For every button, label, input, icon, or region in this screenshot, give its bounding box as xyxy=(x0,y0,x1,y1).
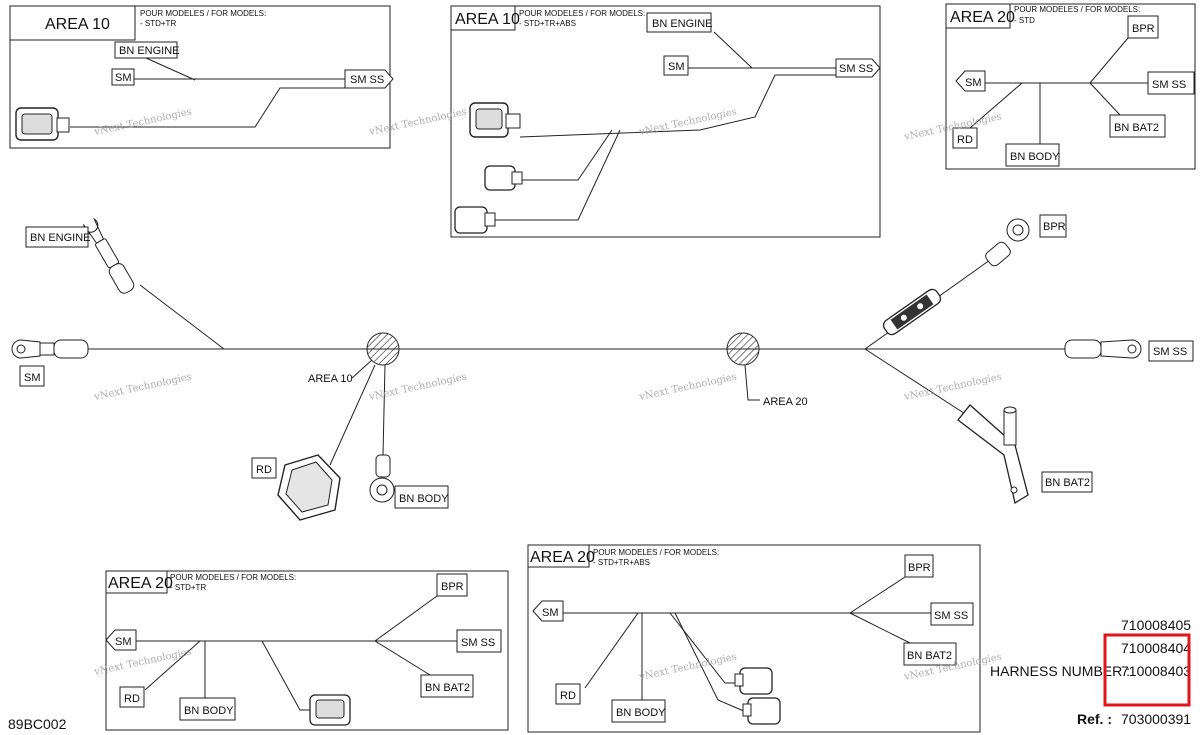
label-bn-body: BN BODY xyxy=(1010,151,1060,163)
area10-marker xyxy=(366,332,400,366)
label-rd: RD xyxy=(560,690,576,702)
area-title: AREA 10 xyxy=(45,16,110,33)
area20-marker xyxy=(726,332,760,366)
label-bn-body: BN BODY xyxy=(616,707,666,719)
harness-number-1: 710008405 xyxy=(1121,617,1191,633)
label-bn-engine: BN ENGINE xyxy=(30,232,91,244)
svg-text:vNext Technologies: vNext Technologies xyxy=(92,372,192,404)
main-harness: BN ENGINE SM AREA 10 RD BN BODY AREA 20 xyxy=(11,214,1194,521)
ref-label: Ref. : xyxy=(1077,711,1112,727)
svg-text:vNext Technologies: vNext Technologies xyxy=(637,652,737,684)
label-area20: AREA 20 xyxy=(763,396,808,408)
label-bpr: BPR xyxy=(908,562,931,574)
label-bn-engine: BN ENGINE xyxy=(652,18,713,30)
label-sm-ss: SM SS xyxy=(461,637,495,649)
fuse-icon xyxy=(882,288,942,336)
inset-area20-std: AREA 20 POUR MODELES / FOR MODELS: - STD… xyxy=(945,3,1196,170)
models-title: POUR MODELES / FOR MODELS: xyxy=(1014,5,1140,14)
connector-icon xyxy=(277,454,341,521)
label-rd: RD xyxy=(957,134,973,146)
models-title: POUR MODELES / FOR MODELS: xyxy=(593,548,719,557)
watermarks: vNext Technologies vNext Technologies vN… xyxy=(92,107,1002,684)
label-sm: SM xyxy=(115,72,132,84)
connector-icon xyxy=(469,102,521,138)
label-bn-bat2: BN BAT2 xyxy=(907,650,952,662)
models-list: - STD+TR xyxy=(170,583,206,592)
label-rd: RD xyxy=(256,464,272,476)
models-title: POUR MODELES / FOR MODELS: xyxy=(140,9,266,18)
ref-value: 703000391 xyxy=(1121,711,1191,727)
svg-text:vNext Technologies: vNext Technologies xyxy=(637,107,737,139)
label-bn-engine: BN ENGINE xyxy=(119,45,180,57)
label-sm-ss: SM SS xyxy=(350,74,384,86)
svg-text:vNext Technologies: vNext Technologies xyxy=(367,107,467,139)
label-bn-body: BN BODY xyxy=(399,493,449,505)
label-sm: SM xyxy=(965,77,982,89)
svg-text:vNext Technologies: vNext Technologies xyxy=(637,372,737,404)
label-bpr: BPR xyxy=(441,581,464,593)
label-sm-ss: SM SS xyxy=(934,610,968,622)
models-list: - STD+TR+ABS xyxy=(593,558,650,567)
svg-text:vNext Technologies: vNext Technologies xyxy=(92,107,192,139)
ring-terminal-icon xyxy=(83,217,135,294)
label-sm: SM xyxy=(668,61,685,73)
ring-terminal-icon xyxy=(1064,339,1142,359)
connector-icon xyxy=(15,107,70,141)
ring-terminal-icon xyxy=(11,339,89,359)
harness-number-2: 710008404 xyxy=(1121,640,1191,656)
bracket-terminal-icon xyxy=(957,404,1029,505)
svg-text:vNext Technologies: vNext Technologies xyxy=(902,372,1002,404)
label-bn-bat2: BN BAT2 xyxy=(1045,477,1090,489)
label-bpr: BPR xyxy=(1043,221,1066,233)
area-title: AREA 10 xyxy=(455,11,520,28)
inset-area10-std-tr: AREA 10 POUR MODELES / FOR MODELS: - STD… xyxy=(9,5,394,149)
label-bn-bat2: BN BAT2 xyxy=(425,682,470,694)
models-title: POUR MODELES / FOR MODELS: xyxy=(519,9,645,18)
label-sm: SM xyxy=(542,607,559,619)
connector-icon xyxy=(734,667,773,695)
connector-icon xyxy=(742,697,781,725)
inset-area10-std-tr-abs: AREA 10 POUR MODELES / FOR MODELS: - STD… xyxy=(450,5,881,238)
harness-number-label: HARNESS NUMBER : xyxy=(990,663,1130,679)
connector-icon xyxy=(309,694,351,726)
label-bpr: BPR xyxy=(1132,23,1155,35)
svg-text:vNext Technologies: vNext Technologies xyxy=(92,647,192,679)
area-title: AREA 20 xyxy=(108,575,173,592)
connector-icon xyxy=(454,206,496,234)
diagram-code: 89BC002 xyxy=(8,716,67,732)
svg-text:vNext Technologies: vNext Technologies xyxy=(367,372,467,404)
label-area10: AREA 10 xyxy=(308,373,353,385)
connector-icon xyxy=(484,165,523,191)
label-sm-ss: SM SS xyxy=(839,63,873,75)
inset-area20-std-tr-abs: AREA 20 POUR MODELES / FOR MODELS: - STD… xyxy=(527,544,981,733)
models-list: - STD+TR+ABS xyxy=(519,19,576,28)
ring-terminal-icon xyxy=(985,218,1030,267)
area-title: AREA 20 xyxy=(950,9,1015,26)
label-rd: RD xyxy=(124,693,140,705)
models-list: - STD xyxy=(1014,16,1035,25)
label-bn-body: BN BODY xyxy=(184,705,234,717)
label-sm: SM xyxy=(24,372,41,384)
label-sm: SM xyxy=(115,636,132,648)
harness-number-3: 710008403 xyxy=(1121,663,1191,679)
label-sm-ss: SM SS xyxy=(1152,79,1186,91)
highlight-box xyxy=(1103,633,1191,707)
models-list: - STD+TR xyxy=(140,19,176,28)
label-bn-bat2: BN BAT2 xyxy=(1114,122,1159,134)
label-sm-ss: SM SS xyxy=(1153,346,1187,358)
inset-area20-std-tr: AREA 20 POUR MODELES / FOR MODELS: - STD… xyxy=(105,570,509,731)
harness-number-block: 710008405 710008404 HARNESS NUMBER : 710… xyxy=(990,617,1191,727)
area-title: AREA 20 xyxy=(530,549,595,566)
models-title: POUR MODELES / FOR MODELS: xyxy=(170,573,296,582)
ring-terminal-icon xyxy=(369,454,395,503)
